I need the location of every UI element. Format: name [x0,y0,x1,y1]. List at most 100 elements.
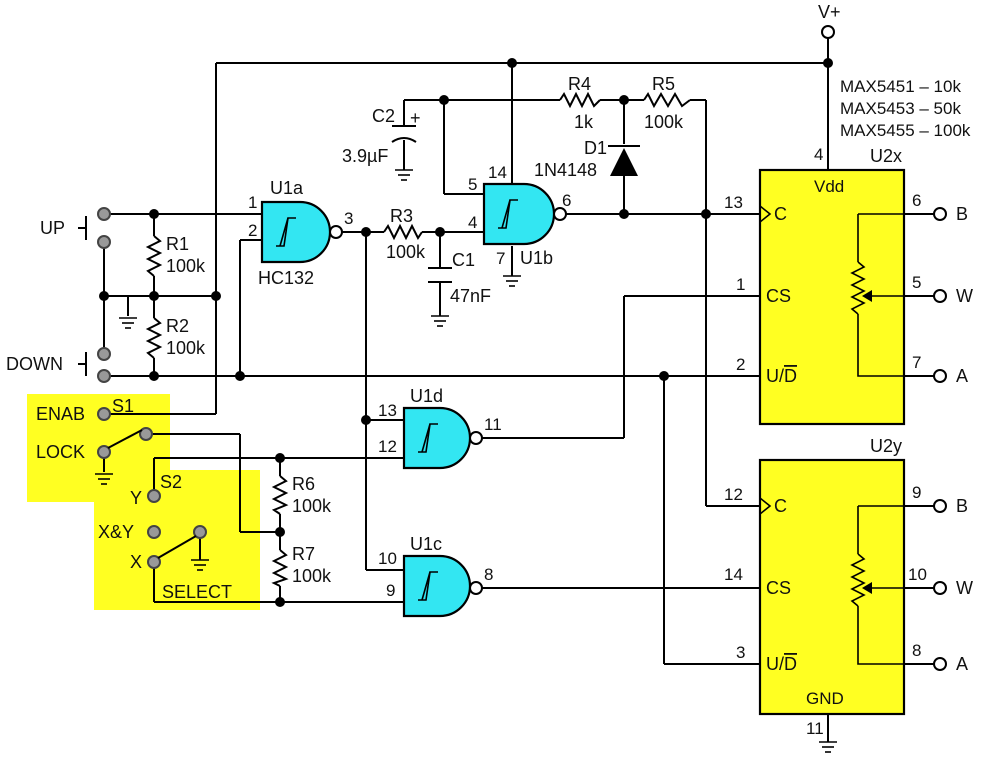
u2x-vdd: Vdd [814,177,844,196]
u2y-name: U2y [870,436,902,456]
vplus-terminal [821,25,835,39]
resistor-r6: R6 100k [271,474,332,516]
u2x-b: B [956,204,968,224]
ground-icon [430,315,450,327]
xy-label: X&Y [98,522,134,542]
u2y-w: W [956,578,973,598]
capacitor-c2: + C2 3.9µF [342,106,421,181]
u2y-a: A [956,654,968,674]
u2y-ud: U/D [766,654,797,674]
gate-u1c: U1c 10 9 8 [378,534,493,618]
u2x-w: W [956,286,973,306]
u2y-pin-a: 8 [912,641,921,660]
u1a-pin-in1: 1 [248,193,257,212]
u2x-c: C [774,204,787,224]
u1b-pin-gnd: 7 [496,249,505,268]
u2x-pin-vdd: 4 [814,145,823,164]
u1a-name: U1a [270,178,304,198]
junction-dots [99,58,833,607]
parts-list-line-2: MAX5453 – 50k [840,99,961,118]
u2y-pin-c: 12 [724,485,743,504]
u1b-name: U1b [520,248,553,268]
u1a-part: HC132 [258,268,314,288]
gate-u1d: U1d 13 12 11 [378,386,502,470]
u2y-c: C [774,496,787,516]
resistor-r4: R4 1k [559,74,601,132]
resistor-r2: R2 100k [145,316,206,359]
enab-label: ENAB [36,404,85,424]
up-pushbutton: UP [40,207,111,249]
c1-name: C1 [452,250,475,270]
r4-name: R4 [568,74,591,94]
diode-d1: D1 1N4148 [534,138,640,180]
u1d-pin-in1: 13 [378,401,397,420]
parts-list-line-3: MAX5455 – 100k [840,121,971,140]
u1b-pin-in2: 4 [468,213,477,232]
vplus-label: V+ [818,2,841,22]
u2y-pin-b: 9 [912,483,921,502]
r1-name: R1 [166,234,189,254]
u1c-name: U1c [410,534,442,554]
switch-s1: ENAB S1 LOCK [36,396,153,485]
r6-name: R6 [292,474,315,494]
x-label: X [130,552,142,572]
resistor-r1: R1 100k [145,234,206,277]
d1-part: 1N4148 [534,160,597,180]
u2x-ud: U/D [766,366,797,386]
u2y-pin-gnd: 11 [806,719,824,738]
ground-icon [118,317,138,329]
r3-name: R3 [390,206,413,226]
u2y-pin-ud: 3 [736,643,745,662]
wiring [103,38,936,742]
r5-name: R5 [652,74,675,94]
u2x-pin-ud: 2 [736,355,745,374]
chip-u2y: U2y C CS U/D GND 12 14 3 11 9 10 8 B W A [724,436,973,753]
u1c-pin-out: 8 [484,565,493,584]
down-label: DOWN [6,354,63,374]
s2-label: S2 [160,472,182,492]
u1a-pin-out: 3 [344,209,353,228]
gate-u1b: 14 5 4 6 7 U1b [468,163,571,287]
switch-s2: S2 Y X&Y X SELECT [98,472,232,602]
u1a-pin-in2: 2 [248,221,257,240]
ground-icon [818,741,838,753]
u2y-pin-cs: 14 [724,565,743,584]
u2x-pin-w: 5 [912,273,921,292]
u1b-pin-in1: 5 [468,175,477,194]
r2-value: 100k [166,338,206,358]
c2-value: 3.9µF [342,146,388,166]
c2-polarity: + [410,108,421,128]
u2y-b: B [956,496,968,516]
r1-value: 100k [166,256,206,276]
r2-name: R2 [166,316,189,336]
r6-value: 100k [292,496,332,516]
resistor-r7: R7 100k [271,544,332,587]
r4-value: 1k [574,112,594,132]
u2x-cs: CS [766,286,791,306]
parts-list-line-1: MAX5451 – 10k [840,77,961,96]
r7-name: R7 [292,544,315,564]
capacitor-c1: C1 47nF [428,250,491,327]
u2x-pin-b: 6 [912,191,921,210]
u1c-pin-in1: 10 [378,549,397,568]
gate-u1a: U1a HC132 1 2 3 [248,178,353,288]
u2x-name: U2x [870,146,902,166]
select-label: SELECT [162,582,232,602]
resistor-r5: R5 100k [643,74,691,132]
r7-value: 100k [292,566,332,586]
u1b-pin-out: 6 [562,191,571,210]
d1-name: D1 [584,138,607,158]
u2y-cs: CS [766,578,791,598]
u1c-pin-in2: 9 [386,581,395,600]
u1d-pin-in2: 12 [378,437,397,456]
down-pushbutton: DOWN [6,347,111,383]
u1b-pin-vcc: 14 [488,163,507,182]
r5-value: 100k [644,112,684,132]
u2x-pin-c: 13 [724,193,743,212]
u2y-pin-w: 10 [908,565,927,584]
up-label: UP [40,218,65,238]
s1-label: S1 [112,396,134,416]
u2x-pin-a: 7 [912,353,921,372]
c2-name: C2 [372,106,395,126]
